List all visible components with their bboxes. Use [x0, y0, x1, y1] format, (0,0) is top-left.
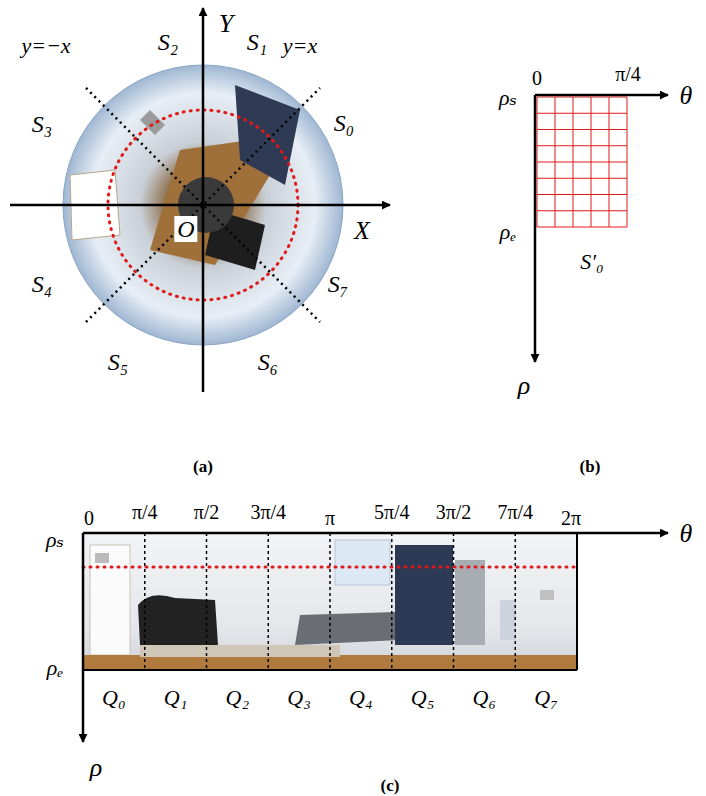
sector-grid [537, 97, 627, 227]
x-axis [10, 204, 390, 207]
tick-value: 5π/4 [374, 502, 410, 522]
sector-divider [391, 533, 393, 670]
sector-name: Q₇ [534, 687, 558, 709]
sector-name: Q₀ [102, 687, 126, 709]
theta-axis [535, 94, 668, 97]
sector-name: Q₁ [164, 687, 188, 709]
sector-name: S₇ [328, 272, 348, 296]
sector-dividers [145, 533, 516, 670]
sector-divider [144, 533, 146, 670]
grid-line [537, 129, 627, 130]
cabinet-patch [395, 545, 453, 645]
rho-axis [534, 95, 537, 362]
sector-name: S′₀ [580, 251, 603, 273]
sector-divider [206, 533, 208, 670]
origin-name: O [174, 216, 197, 242]
tick-value: π/4 [132, 502, 158, 522]
cabinet-patch [455, 560, 485, 645]
tick-value: 7π/4 [497, 502, 533, 522]
tick-value: 3π/4 [250, 502, 286, 522]
sector-name: S₀ [334, 111, 354, 135]
sector-name: S₁ [247, 30, 267, 54]
tick-value: π/2 [194, 502, 220, 522]
tick-value: π [325, 508, 335, 528]
sector-name: S₃ [32, 112, 52, 136]
sector-name: Q₅ [411, 687, 435, 709]
rho-axis [82, 533, 85, 742]
panorama-image [83, 533, 577, 670]
panel-tag: (c) [381, 776, 400, 793]
panel-tag: (b) [580, 458, 601, 475]
axis-name: X [354, 218, 370, 244]
grid-line [537, 162, 627, 163]
sector-divider [268, 533, 270, 670]
axis-name: θ [680, 521, 693, 547]
cooler-patch [500, 600, 516, 640]
axis-value: ρₑ [47, 657, 63, 679]
tick-value: 0 [84, 508, 94, 528]
sector-name: Q₃ [287, 687, 311, 709]
y-axis [202, 8, 205, 392]
grid-line [537, 227, 627, 228]
picture-patch [140, 110, 165, 135]
sector-name: S₂ [158, 30, 178, 54]
line-name: y=x [283, 35, 317, 57]
axis-value: ρₑ [500, 221, 516, 243]
axis-name: Y [219, 11, 233, 37]
panel-tag: (a) [193, 458, 213, 475]
panorama-ground [83, 533, 577, 670]
desk-patch [295, 612, 400, 645]
sector-name: Q₆ [473, 687, 497, 709]
red-dotted-line [83, 566, 577, 569]
axis-name: ρ [518, 373, 530, 399]
grid-line [537, 113, 627, 114]
sector-name: S₆ [258, 350, 278, 374]
sector-divider [515, 533, 517, 670]
sector-name: S₄ [32, 272, 52, 296]
sector-divider [329, 533, 331, 670]
axis-name: θ [680, 83, 693, 109]
door-patch [90, 545, 130, 655]
theta-axis [83, 532, 668, 535]
axis-value: ρₛ [499, 87, 517, 109]
grid-line [537, 194, 627, 195]
line-name: y=−x [21, 35, 70, 57]
tick-value: 3π/2 [436, 502, 472, 522]
sector-name: S₅ [108, 350, 128, 374]
grid-line [537, 97, 627, 98]
tick-value: π/4 [615, 64, 641, 84]
panorama-border [83, 669, 577, 671]
grid-line [537, 210, 627, 211]
tick-value: 0 [532, 68, 542, 88]
grid-line [537, 178, 627, 179]
axis-name: ρ [90, 755, 102, 781]
picture-patch [95, 553, 109, 563]
sector-divider [453, 533, 455, 670]
grid-line [537, 145, 627, 146]
picture-patch [540, 590, 554, 600]
sector-name: Q₂ [226, 687, 250, 709]
floor-patch [140, 645, 340, 657]
axis-value: ρₛ [46, 529, 64, 551]
sector-name: Q₄ [349, 687, 373, 709]
window-patch [335, 540, 390, 585]
panorama-border [576, 533, 578, 670]
tick-value: 2π [561, 508, 581, 528]
